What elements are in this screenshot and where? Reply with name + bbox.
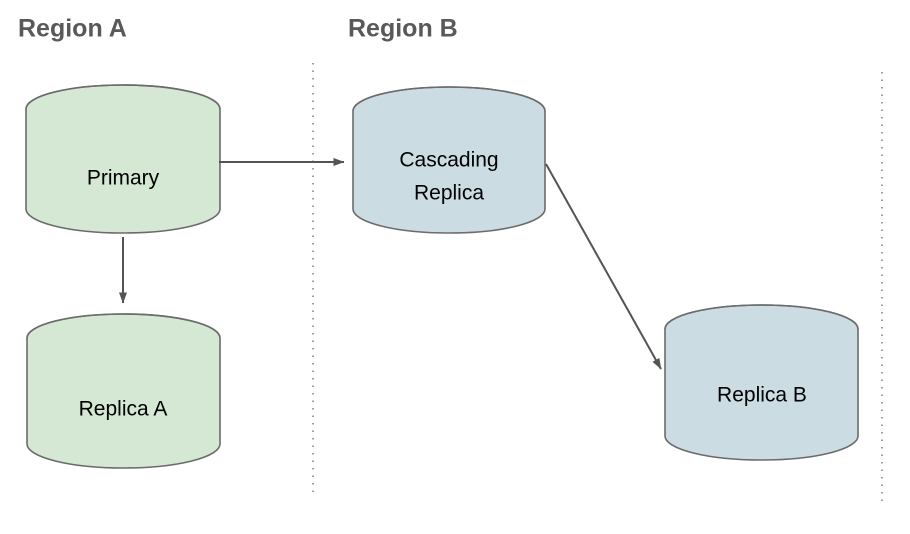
region-dividers — [312, 63, 883, 505]
node-replica-b[interactable]: Replica B — [664, 304, 859, 461]
replica-b-cylinder-top — [664, 304, 859, 330]
replica-a-cylinder-top — [26, 313, 221, 339]
replica-a-cylinder-body — [26, 313, 221, 469]
replica-b-cylinder-body — [664, 304, 859, 461]
node-primary[interactable]: Primary — [25, 84, 221, 234]
replica-b-label: Replica B — [717, 384, 807, 407]
primary-label: Primary — [87, 167, 160, 190]
primary-cylinder-body — [25, 84, 221, 234]
node-cascading-replica[interactable]: Cascading Replica — [352, 86, 546, 234]
edges — [119, 158, 662, 370]
region-b-label: Region B — [348, 15, 458, 43]
primary-cylinder-top — [25, 84, 221, 110]
region-labels: Region A Region B — [18, 15, 458, 43]
node-replica-a[interactable]: Replica A — [26, 313, 221, 469]
replica-a-label: Replica A — [79, 398, 168, 421]
cascading-replica-label-line2: Replica — [414, 182, 484, 205]
cascading-replica-cylinder-top — [352, 86, 546, 112]
edge-cascading-replica-to-replica-b — [545, 163, 662, 370]
region-a-label: Region A — [18, 15, 127, 43]
cascading-replica-label-line1: Cascading — [399, 149, 498, 172]
